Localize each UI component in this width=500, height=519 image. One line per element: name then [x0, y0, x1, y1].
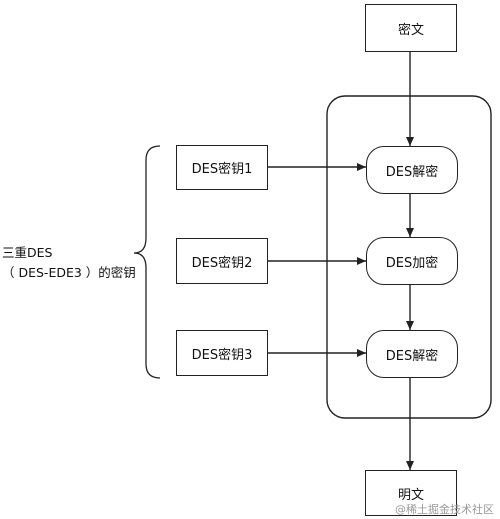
process-container: [326, 95, 492, 419]
step3-label: DES解密: [385, 348, 439, 364]
watermark: @稀土掘金技术社区: [395, 503, 494, 516]
plaintext-label: 明文: [397, 487, 424, 503]
keys-group-label: 三重DES （ DES-EDE3 ）的密钥: [2, 243, 136, 283]
step1-decrypt-node: DES解密: [366, 146, 458, 194]
plaintext-box: 明文: [365, 470, 457, 516]
key2-box: DES密钥2: [176, 238, 268, 284]
step3-decrypt-node: DES解密: [366, 330, 458, 378]
step2-label: DES加密: [385, 255, 439, 271]
step1-label: DES解密: [385, 164, 439, 180]
key2-label: DES密钥2: [191, 255, 253, 271]
step2-encrypt-node: DES加密: [366, 237, 458, 285]
keys-group-label-line2: （ DES-EDE3 ）的密钥: [2, 265, 136, 280]
ciphertext-box: 密文: [365, 4, 457, 52]
key3-box: DES密钥3: [176, 330, 268, 376]
key1-label: DES密钥1: [191, 162, 253, 177]
ciphertext-label: 密文: [397, 22, 424, 38]
key3-label: DES密钥3: [191, 347, 253, 363]
key1-box: DES密钥1: [176, 145, 268, 190]
keys-group-label-line1: 三重DES: [2, 245, 53, 260]
keys-brace: [133, 145, 161, 379]
